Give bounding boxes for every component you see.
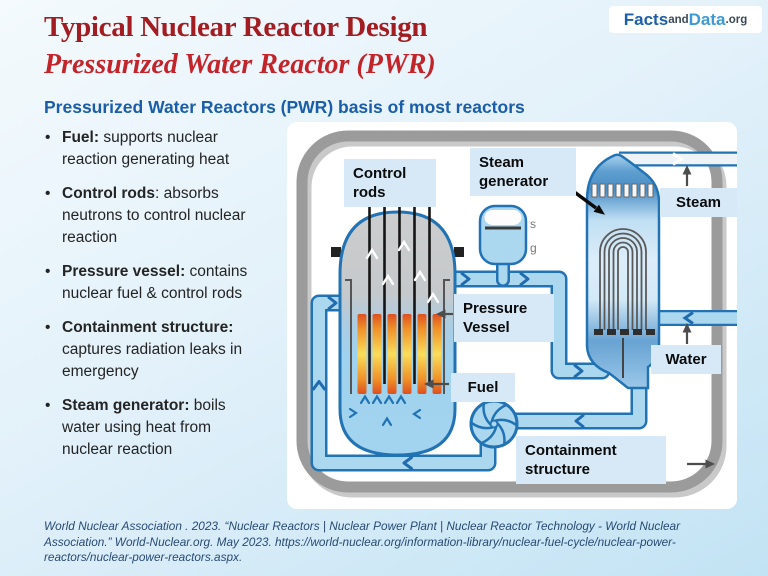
remnant-letter-g: g [530, 241, 537, 255]
page-title: Typical Nuclear Reactor Design [44, 11, 428, 43]
label-water: Water [651, 345, 721, 374]
vessel-support-right [454, 247, 464, 257]
steam-pipe [619, 151, 737, 167]
reactor-feature-list: Fuel: supports nuclear reaction generati… [42, 127, 250, 473]
u-tubes [599, 228, 647, 330]
tube-sheet [594, 329, 655, 335]
fuel-rods [357, 314, 442, 394]
section-heading: Pressurized Water Reactors (PWR) basis o… [44, 97, 525, 117]
logo-facts: Facts [623, 9, 669, 29]
core-barrel-lines [345, 279, 450, 394]
list-item: Steam generator: boils water using heat … [42, 395, 250, 461]
pressurizer: s g [478, 204, 537, 266]
control-rod-lines [368, 201, 431, 384]
coolant-flow-arrows [312, 272, 585, 470]
moisture-separators [591, 183, 654, 198]
label-containment-structure: Containment structure [516, 436, 666, 484]
title-block: Typical Nuclear Reactor Design Pressuriz… [44, 8, 436, 84]
label-fuel: Fuel [451, 373, 515, 402]
label-control-rods: Control rods [344, 159, 436, 207]
list-item: Containment structure: captures radiatio… [42, 317, 250, 383]
label-steam: Steam [660, 188, 737, 217]
remnant-letter-s: s [530, 217, 536, 231]
reactor-pressure-vessel [331, 201, 464, 457]
logo-org: .org [725, 13, 748, 26]
page-subtitle: Pressurized Water Reactor (PWR) [44, 49, 436, 80]
vessel-upward-flow-arrows [365, 239, 440, 304]
label-pressure-vessel: Pressure Vessel [454, 294, 554, 342]
source-citation: World Nuclear Association . 2023. “Nucle… [44, 519, 680, 564]
logo-data: Data [688, 9, 726, 29]
water-flow-arrow [682, 311, 694, 325]
logo-and: and [668, 13, 689, 26]
vessel-water-arrows [348, 394, 422, 427]
pwr-schematic: s g [296, 130, 737, 498]
reactor-diagram-panel: s g [287, 122, 737, 509]
steam-flow-arrow [672, 152, 684, 166]
label-steam-generator: Steam generator [470, 148, 576, 196]
list-item: Fuel: supports nuclear reaction generati… [42, 127, 250, 171]
vessel-support-left [331, 247, 341, 257]
list-item: Pressure vessel: contains nuclear fuel &… [42, 261, 250, 305]
coolant-pump [469, 399, 519, 449]
steam-generator-vessel [585, 153, 661, 390]
pump-impeller [470, 403, 518, 445]
water-pipe [658, 310, 737, 326]
label-pointer-arrows [424, 165, 715, 469]
list-item: Control rods: absorbs neutrons to contro… [42, 183, 250, 249]
steam-generator-arrow [571, 189, 598, 210]
